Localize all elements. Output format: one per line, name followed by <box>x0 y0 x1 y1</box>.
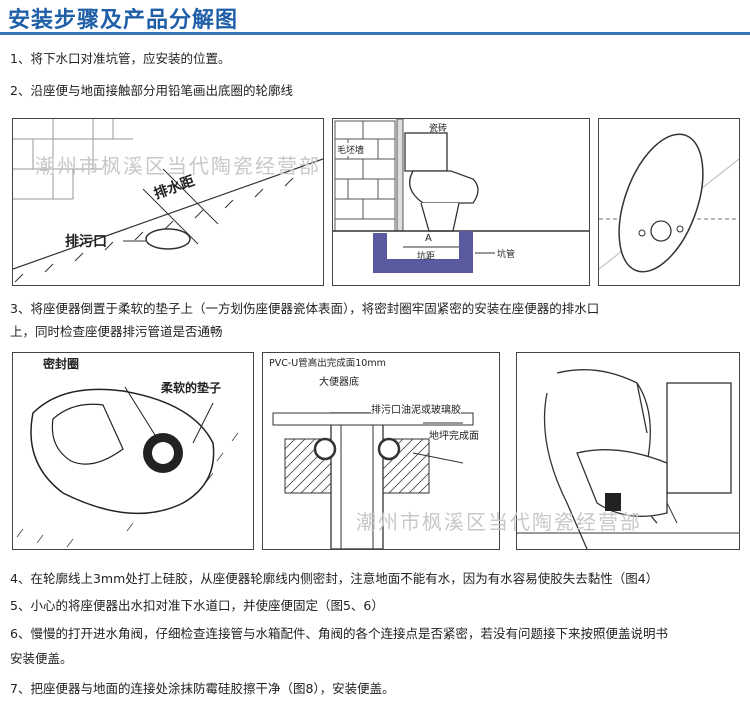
step-2-text: 2、沿座便与地面接触部分用铅笔画出底圈的轮廓线 <box>10 83 293 98</box>
step-4-text: 4、在轮廓线上3mm处打上硅胶，从座便器轮廓线内侧密封，注意地面不能有水，因为有… <box>10 571 659 586</box>
label-pit-distance: 坑距 <box>417 252 436 262</box>
label-toilet-base: 大便器底 <box>319 377 359 388</box>
figure-drain-distance: 排水距 排污口 <box>12 118 324 286</box>
label-seal-ring: 密封圈 <box>43 357 80 371</box>
figure-placing-toilet <box>516 352 740 550</box>
step-3-text-line2: 上，同时检查座便器排污管道是否通畅 <box>10 324 223 339</box>
watermark-1: 潮州市枫溪区当代陶瓷经营部 <box>35 154 321 178</box>
step-6-text-line1: 6、慢慢的打开进水角阀，仔细检查连接管与水箱配件、角阀的各个连接点是否紧密，若没… <box>10 626 668 641</box>
label-dim-a: A <box>425 233 432 244</box>
step-3-text-line1: 3、将座便器倒置于柔软的垫子上（一方划伤座便器瓷体表面），将密封圈牢固紧密的安装… <box>10 301 600 316</box>
figure-pipe-section: PVC-U管高出完成面10mm 大便器底 排污口油泥或玻璃胶 地坪完成面 <box>262 352 500 550</box>
label-tile: 瓷砖 <box>429 124 448 134</box>
label-outlet: 排污口 <box>65 234 107 250</box>
label-floor-finish: 地坪完成面 <box>429 431 479 442</box>
label-soft-mat: 柔软的垫子 <box>161 381 222 395</box>
step-7-text: 7、把座便器与地面的连接处涂抹防霉硅胶擦干净（图8），安装便盖。 <box>10 681 395 696</box>
label-pit-pipe: 坑管 <box>497 250 516 260</box>
step-5-text: 5、小心的将座便器出水扣对准下水道口，并使座便固定（图5、6） <box>10 598 384 613</box>
label-wall: 毛坯墙 <box>337 143 365 156</box>
label-pvc-note: PVC-U管高出完成面10mm <box>269 358 386 369</box>
watermark-2: 潮州市枫溪区当代陶瓷经营部 <box>356 510 642 534</box>
step-1-text: 1、将下水口对准坑管，应安装的位置。 <box>10 51 231 66</box>
page-title: 安装步骤及产品分解图 <box>8 8 239 33</box>
figure-toilet-section: 瓷砖 毛坯墙 A 坑距 坑管 <box>332 118 590 286</box>
step-6-text-line2: 安装便盖。 <box>10 651 73 666</box>
label-outlet-putty: 排污口油泥或玻璃胶 <box>371 401 461 416</box>
figure-seal-ring: 密封圈 柔软的垫子 <box>12 352 254 550</box>
figure-outline-top-view <box>598 118 740 286</box>
title-underline <box>0 32 750 35</box>
